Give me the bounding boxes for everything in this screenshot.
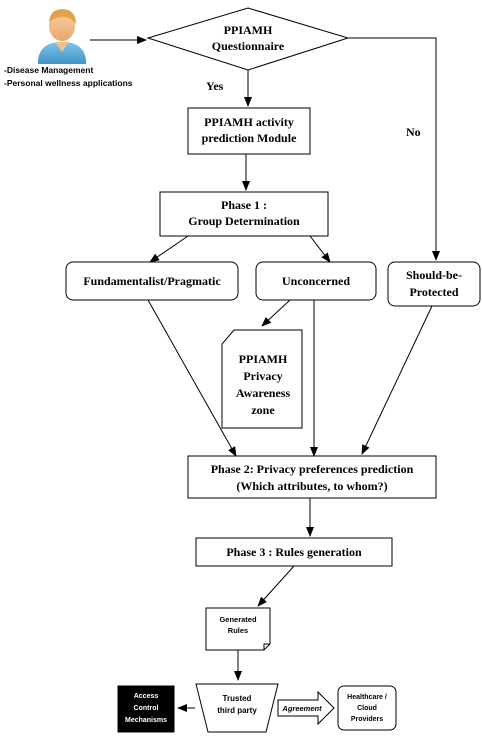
fundamentalist-box [65,261,239,301]
agreement-label: Agreement [281,704,322,713]
providers-label-2: Cloud [357,705,377,712]
no-label: No [406,125,421,139]
phase3-label: Phase 3 : Rules generation [226,545,362,559]
agreement-arrow [277,690,335,726]
generated-rules-label-2: Rules [228,626,248,635]
unconcerned-label: Unconcerned [282,274,350,288]
activity-module-label-2: prediction Module [202,131,297,145]
user-avatar-icon [38,9,86,64]
should-be-protected-label-1: Should-be- [406,268,462,282]
generated-rules-document [205,607,271,651]
activity-module-label-1: PPIAMH activity [204,115,294,129]
fundamentalist-label: Fundamentalist/Pragmatic [83,274,221,288]
arrow-protected-to-phase2 [361,305,433,455]
providers-label-3: Providers [351,716,383,723]
awareness-label-4: zone [251,403,275,417]
user-context-wellness: -Personal wellness applications [4,78,133,88]
phase3-box [195,537,393,567]
phase1-label-1: Phase 1 : [221,198,267,212]
phase1-label-2: Group Determination [188,214,300,228]
yes-label: Yes [206,79,224,93]
user-context-disease: -Disease Management [4,65,93,75]
arrow-phase1-to-fundamentalist [149,235,189,263]
access-control-label-3: Mechanisms [125,717,167,724]
access-control-box [117,685,175,733]
privacy-awareness-zone [221,329,303,429]
arrow-fundamentalist-to-phase2 [147,299,237,457]
awareness-label-1: PPIAMH [239,352,288,366]
phase1-box [159,191,329,237]
arrow-phase3-to-rules [257,565,295,607]
arrow-unconcerned-to-awareness [261,299,291,327]
generated-rules-label-1: Generated [219,615,257,624]
phase2-box [187,455,437,499]
unconcerned-box [255,261,377,301]
awareness-label-3: Awareness [236,386,291,400]
phase2-label-1: Phase 2: Privacy preferences prediction [211,462,414,476]
trusted-party-label-2: third party [217,706,257,715]
arrow-no [348,37,440,261]
access-control-label-1: Access [134,693,159,700]
awareness-label-2: Privacy [243,369,282,383]
questionnaire-label-1: PPIAMH [224,23,273,37]
providers-label-1: Healthcare / [347,694,387,701]
access-control-label-2: Control [134,705,159,712]
activity-prediction-module-box [187,107,311,155]
arrow-phase1-to-unconcerned [309,235,331,263]
phase2-label-2: (Which attributes, to whom?) [236,479,387,493]
trusted-third-party [195,683,279,733]
should-be-protected-label-2: Protected [409,285,458,299]
trusted-party-label-1: Trusted [223,694,252,703]
cloud-providers-box [337,685,397,731]
should-be-protected-box [387,261,481,307]
questionnaire-label-2: Questionnaire [212,39,285,53]
